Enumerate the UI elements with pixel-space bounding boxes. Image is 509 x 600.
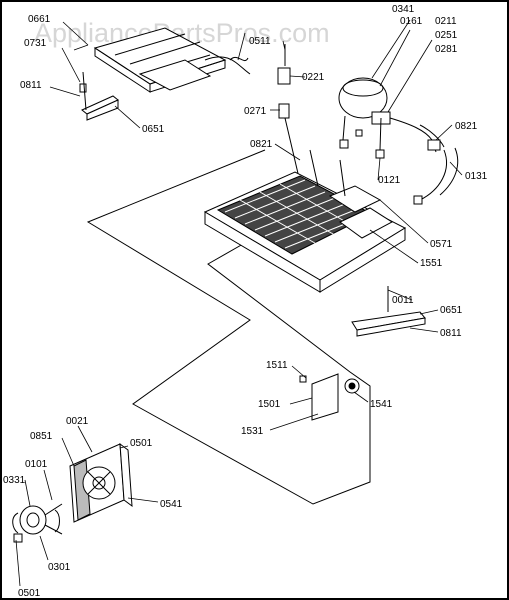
label-0731: 0731 [24,38,47,49]
label-0651-top: 0651 [142,124,165,135]
right-bracket [351,286,426,337]
label-0541: 0541 [160,499,183,510]
label-1531: 1531 [241,426,264,437]
label-1511: 1511 [266,360,288,371]
label-0821-mid: 0821 [250,139,273,150]
label-0651-right: 0651 [440,305,463,316]
label-0121: 0121 [378,175,401,186]
compressor [338,77,459,205]
label-0211: 0211 [435,16,457,27]
label-0131: 0131 [465,171,488,182]
label-0011: 0011 [392,295,414,306]
label-1551: 1551 [420,258,443,269]
drain-bracket [299,373,360,421]
label-0571: 0571 [430,239,453,250]
routing-line [86,149,371,505]
condenser-fan-assembly [12,442,133,543]
label-0501-bottom: 0501 [18,588,41,599]
label-0281: 0281 [435,44,458,55]
relay-parts [277,44,301,183]
base-pan [203,149,407,293]
leader-lines [15,19,463,587]
label-0021: 0021 [66,416,89,427]
label-1501: 1501 [258,399,281,410]
label-0821-right: 0821 [455,121,478,132]
label-0271: 0271 [244,106,267,117]
label-0251: 0251 [435,30,458,41]
label-0101: 0101 [25,459,48,470]
label-0511: 0511 [249,36,271,47]
evaporator-cover [93,27,251,93]
label-0501-fan: 0501 [130,438,153,449]
label-0341: 0341 [392,4,415,15]
label-0301: 0301 [48,562,71,573]
label-0661-top: 0661 [28,14,51,25]
label-1541: 1541 [370,399,393,410]
label-0851: 0851 [30,431,53,442]
top-bracket [79,71,119,121]
label-0811-right: 0811 [440,328,462,339]
label-0331: 0331 [3,475,26,486]
label-0161: 0161 [400,16,423,27]
label-0811-top: 0811 [20,80,42,91]
label-0221: 0221 [302,72,325,83]
